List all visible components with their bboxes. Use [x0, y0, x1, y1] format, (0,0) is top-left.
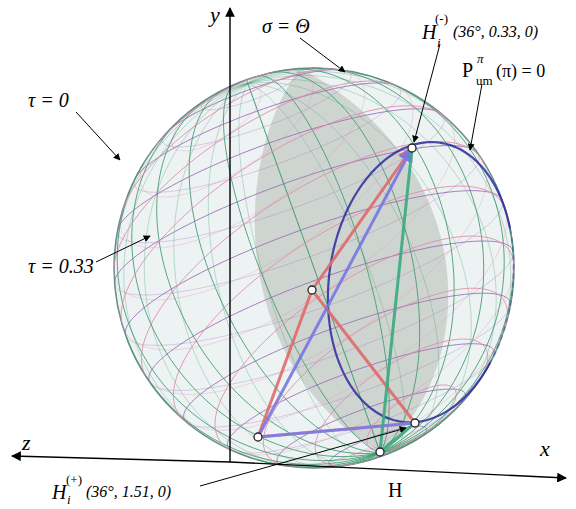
- tau-circle: [446, 117, 450, 122]
- polarization-circle: [490, 229, 513, 363]
- latitude-circle: [115, 155, 480, 295]
- meridian-circle: [117, 163, 484, 460]
- tau-circle: [215, 236, 510, 450]
- superscript: (+): [66, 473, 82, 486]
- subscript: um: [476, 74, 493, 87]
- state-point: [408, 144, 416, 152]
- axis-label: z: [22, 432, 31, 454]
- meridian-circle: [124, 69, 314, 460]
- meridian-circle: [174, 70, 349, 467]
- state-point: [308, 286, 316, 294]
- state-vector: [258, 423, 415, 437]
- state-point: [254, 433, 262, 441]
- state-vector: [312, 148, 412, 290]
- shaded-lune: [255, 68, 449, 452]
- axis-label: x: [540, 438, 550, 460]
- tau-circle: [271, 71, 310, 80]
- latitude-circle: [135, 83, 396, 179]
- tau-circle: [145, 162, 487, 395]
- point-coordinates: (36°, 0.33, 0): [453, 24, 538, 40]
- point-label: H: [52, 482, 66, 502]
- tau-circle: [263, 288, 504, 466]
- leader-line: [200, 428, 406, 486]
- state-vector: [258, 290, 312, 437]
- state-vector: [380, 148, 412, 452]
- tau-circle: [122, 122, 454, 350]
- leader-line: [76, 112, 120, 160]
- sphere-outline: [114, 68, 514, 468]
- leader-line: [96, 236, 150, 262]
- meridian-circle: [114, 72, 314, 338]
- meridian-circle: [257, 76, 504, 467]
- point-label: H: [388, 480, 402, 500]
- tau-circle: [473, 348, 487, 389]
- axis-line: [12, 456, 230, 462]
- axis-line: [229, 8, 230, 462]
- tau-circle: [155, 73, 271, 148]
- polarization-circle: [439, 143, 510, 229]
- state-point: [411, 419, 419, 427]
- tau-circle: [482, 159, 484, 162]
- axis-line: [230, 462, 566, 478]
- state-vector: [312, 290, 415, 423]
- meridian-circle: [235, 83, 405, 453]
- meridian-circle: [312, 68, 484, 468]
- axis-label: y: [210, 4, 220, 26]
- superscript: (-): [435, 12, 448, 25]
- meridian-circle: [206, 82, 472, 439]
- tau-circle: [172, 86, 261, 151]
- region-label: σ = Θ: [262, 16, 310, 36]
- meridian-circle: [144, 68, 323, 468]
- tau-circle: [121, 81, 365, 248]
- leader-line: [300, 38, 345, 72]
- meridian-circle: [223, 85, 391, 454]
- state-vector: [258, 148, 412, 437]
- subscript: i: [437, 36, 441, 49]
- tau-circle: [114, 81, 397, 268]
- point-label: H: [422, 22, 436, 42]
- tau-circle: [231, 268, 514, 455]
- tau-circle: [397, 86, 408, 96]
- leader-line: [414, 44, 440, 142]
- point-coordinates: (36°, 1.51, 0): [86, 484, 171, 500]
- circle-label: τ = 0.33: [28, 256, 94, 276]
- subscript: i: [67, 493, 71, 506]
- tau-circle: [140, 79, 313, 197]
- state-point: [376, 448, 384, 456]
- curve-label: (π) = 0: [496, 62, 545, 80]
- state-vector: [380, 423, 415, 452]
- meridian-circle: [126, 198, 513, 464]
- tau-circle: [114, 96, 413, 300]
- leader-line: [470, 84, 482, 150]
- tau-circle: [123, 69, 341, 209]
- curve-label: P: [462, 60, 473, 80]
- tau-circle: [173, 186, 502, 419]
- circle-label: τ = 0: [28, 90, 69, 110]
- superscript: π: [477, 52, 484, 65]
- latitude-circle: [115, 146, 478, 283]
- state-vector: [258, 423, 415, 437]
